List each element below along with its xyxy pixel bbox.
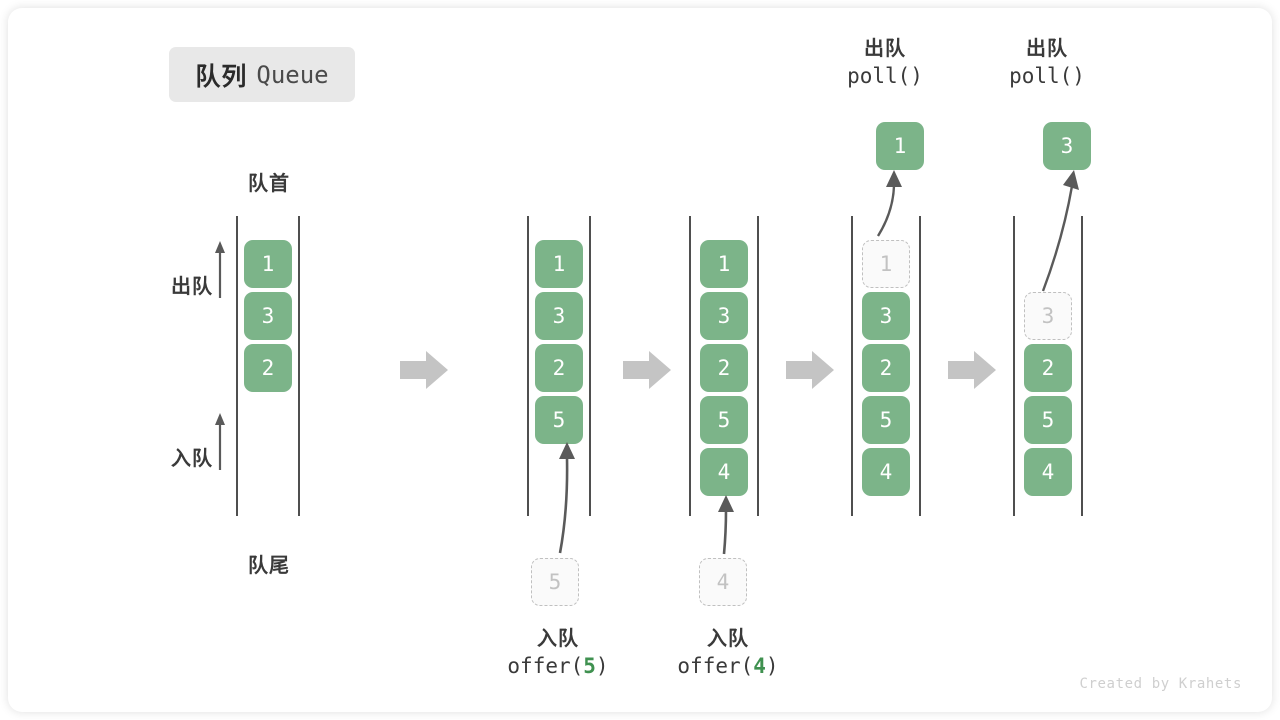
diagram-card: 队列 Queue 队首 队尾 出队 入队 1 3 2 1 3 2 5 5 [8, 8, 1272, 712]
enqueue-direction-arrow [215, 413, 225, 470]
queue-cell: 5 [535, 396, 583, 444]
op-label-cn: 入队 [707, 628, 749, 650]
code-prefix: offer( [677, 653, 754, 678]
queue-cell: 2 [535, 344, 583, 392]
title-badge: 队列 Queue [169, 47, 355, 102]
queue-cell: 3 [862, 292, 910, 340]
incoming-ghost-cell: 5 [531, 558, 579, 606]
queue-tail-label: 队尾 [248, 555, 290, 577]
title-en: Queue [256, 60, 329, 89]
queue-cell: 2 [1024, 344, 1072, 392]
op-label-code: poll() [847, 63, 923, 88]
dequeue-direction-arrow [215, 241, 225, 298]
rail-right [298, 216, 300, 516]
queue-cell: 2 [700, 344, 748, 392]
queue-cell: 1 [535, 240, 583, 288]
rail-left [851, 216, 853, 516]
enqueue-arrow [718, 495, 734, 555]
queue-cell: 5 [1024, 396, 1072, 444]
op-label-cn: 出队 [1026, 38, 1068, 60]
popped-cell: 1 [876, 122, 924, 170]
queue-cell-ghost: 1 [862, 240, 910, 288]
enqueue-op-label-4: 入队 offer(4) [633, 626, 823, 681]
dequeue-op-label-1: 出队 poll() [790, 36, 980, 91]
enqueue-side-label: 入队 [171, 448, 213, 470]
queue-cell: 1 [244, 240, 292, 288]
title-cn: 队列 [195, 62, 248, 91]
queue-cell: 2 [862, 344, 910, 392]
rail-left [527, 216, 529, 516]
rail-right [919, 216, 921, 516]
queue-cell: 5 [700, 396, 748, 444]
rail-left [689, 216, 691, 516]
dequeue-arrow [1041, 170, 1079, 292]
code-suffix: ) [765, 653, 779, 678]
op-label-code: offer(5) [463, 653, 653, 681]
queue-cell: 1 [700, 240, 748, 288]
op-label-cn: 入队 [537, 628, 579, 650]
step-arrow-icon [786, 351, 834, 389]
step-arrow-icon [400, 351, 448, 389]
step-arrow-icon [948, 351, 996, 389]
credit-text: Created by Krahets [1079, 676, 1242, 692]
incoming-ghost-cell: 4 [699, 558, 747, 606]
queue-cell: 3 [535, 292, 583, 340]
rail-left [1013, 216, 1015, 516]
popped-cell: 3 [1043, 122, 1091, 170]
queue-cell: 5 [862, 396, 910, 444]
dequeue-op-label-3: 出队 poll() [952, 36, 1142, 91]
queue-cell: 4 [700, 448, 748, 496]
enqueue-arrow [558, 442, 575, 554]
queue-cell-ghost: 3 [1024, 292, 1072, 340]
queue-head-label: 队首 [248, 173, 290, 195]
rail-left [236, 216, 238, 516]
step-arrow-icon [623, 351, 671, 389]
rail-right [589, 216, 591, 516]
queue-cell: 4 [862, 448, 910, 496]
rail-right [1081, 216, 1083, 516]
dequeue-arrow [876, 170, 902, 237]
code-prefix: offer( [507, 653, 584, 678]
op-label-code: offer(4) [633, 653, 823, 681]
queue-cell: 3 [244, 292, 292, 340]
queue-cell: 3 [700, 292, 748, 340]
queue-cell: 2 [244, 344, 292, 392]
code-arg: 5 [583, 653, 596, 678]
enqueue-op-label-5: 入队 offer(5) [463, 626, 653, 681]
rail-right [757, 216, 759, 516]
queue-cell: 4 [1024, 448, 1072, 496]
code-suffix: ) [595, 653, 609, 678]
dequeue-side-label: 出队 [171, 276, 213, 298]
code-arg: 4 [753, 653, 766, 678]
op-label-code: poll() [1009, 63, 1085, 88]
op-label-cn: 出队 [864, 38, 906, 60]
